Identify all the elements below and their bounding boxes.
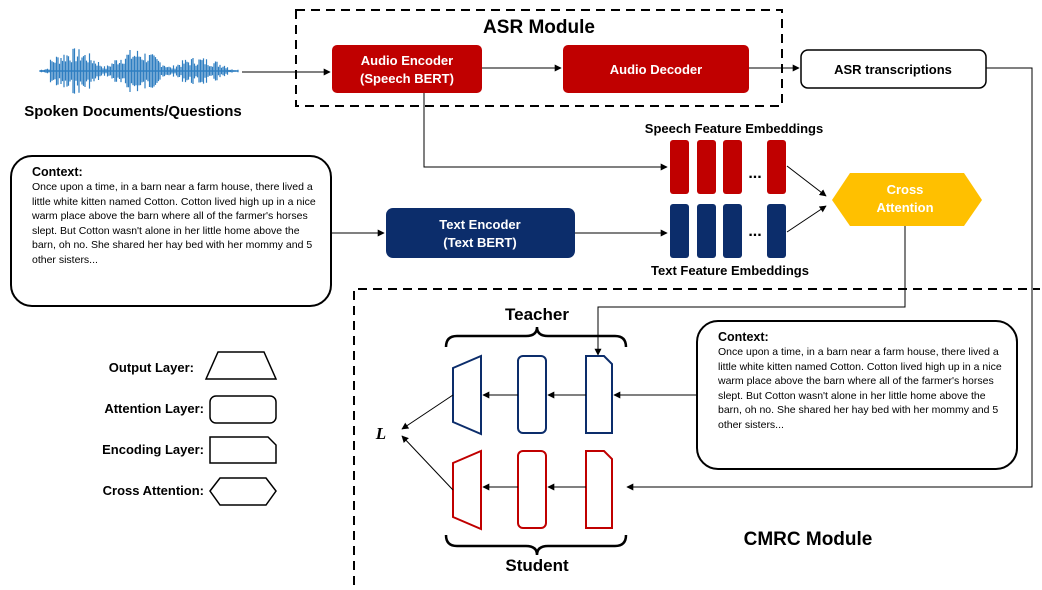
text-encoder-box <box>386 208 575 258</box>
teacher-attention-layer <box>517 355 547 434</box>
context-box-input: Context: Once upon a time, in a barn nea… <box>10 155 332 307</box>
audio-encoder-box <box>332 45 482 93</box>
teacher-brace <box>444 326 628 348</box>
audio-decoder-label: Audio Decoder <box>610 62 702 77</box>
legend-attention-layer-label: Attention Layer: <box>104 401 204 416</box>
text-embedding-bar <box>767 204 786 258</box>
cross-attention-label-1: Cross <box>887 182 924 197</box>
speech-embedding-bar <box>670 140 689 194</box>
loss-label: L <box>375 424 386 443</box>
context-body: Once upon a time, in a barn near a farm … <box>32 181 316 266</box>
cmrc-module-title: CMRC Module <box>744 529 873 550</box>
student-attention-layer <box>517 450 547 529</box>
asr-module-title: ASR Module <box>483 17 595 38</box>
student-brace <box>444 534 628 556</box>
context-box-cmrc: Context: Once upon a time, in a barn nea… <box>696 320 1018 470</box>
student-output-layer <box>452 449 482 531</box>
speech-embeddings-ellipsis: ... <box>748 165 761 182</box>
context-title: Context: <box>718 330 769 344</box>
text-embeddings <box>670 204 786 258</box>
text-embedding-bar <box>670 204 689 258</box>
legend-encoding-layer-label: Encoding Layer: <box>102 442 204 457</box>
text-encoder-label-2: (Text BERT) <box>443 235 516 250</box>
legend-output-layer-label: Output Layer: <box>109 360 194 375</box>
legend-encoding-layer-icon <box>209 436 277 464</box>
asr-transcriptions-box <box>800 49 987 89</box>
legend-attention-layer-icon <box>209 395 277 424</box>
teacher-encoding-layer <box>585 355 613 434</box>
text-embedding-bar <box>723 204 742 258</box>
audio-encoder-label-2: (Speech BERT) <box>360 71 454 86</box>
teacher-output-layer <box>452 354 482 436</box>
speech-embedding-bar <box>767 140 786 194</box>
text-embedding-bar <box>697 204 716 258</box>
legend-cross-attention-icon <box>209 477 277 506</box>
audio-encoder-label-1: Audio Encoder <box>361 53 453 68</box>
text-encoder-label-1: Text Encoder <box>439 217 520 232</box>
context-body: Once upon a time, in a barn near a farm … <box>718 346 1002 431</box>
speech-embedding-bar <box>697 140 716 194</box>
spoken-documents-label: Spoken Documents/Questions <box>24 103 242 120</box>
cross-attention-box <box>832 173 982 226</box>
speech-embeddings <box>670 140 786 194</box>
context-title: Context: <box>32 165 83 179</box>
speech-embeddings-label: Speech Feature Embeddings <box>645 121 823 136</box>
asr-module-box <box>295 9 783 107</box>
teacher-label: Teacher <box>505 305 569 324</box>
text-embeddings-ellipsis: ... <box>748 223 761 240</box>
waveform-icon <box>39 48 239 94</box>
speech-embedding-bar <box>723 140 742 194</box>
student-encoding-layer <box>585 450 613 529</box>
cross-attention-label-2: Attention <box>876 200 933 215</box>
legend-output-layer-icon <box>204 351 278 380</box>
legend-cross-attention-label: Cross Attention: <box>103 483 204 498</box>
student-label: Student <box>505 556 569 575</box>
cmrc-module-box <box>353 288 1040 585</box>
audio-decoder-box <box>563 45 749 93</box>
text-embeddings-label: Text Feature Embeddings <box>651 263 809 278</box>
asr-transcriptions-label: ASR transcriptions <box>834 62 952 77</box>
